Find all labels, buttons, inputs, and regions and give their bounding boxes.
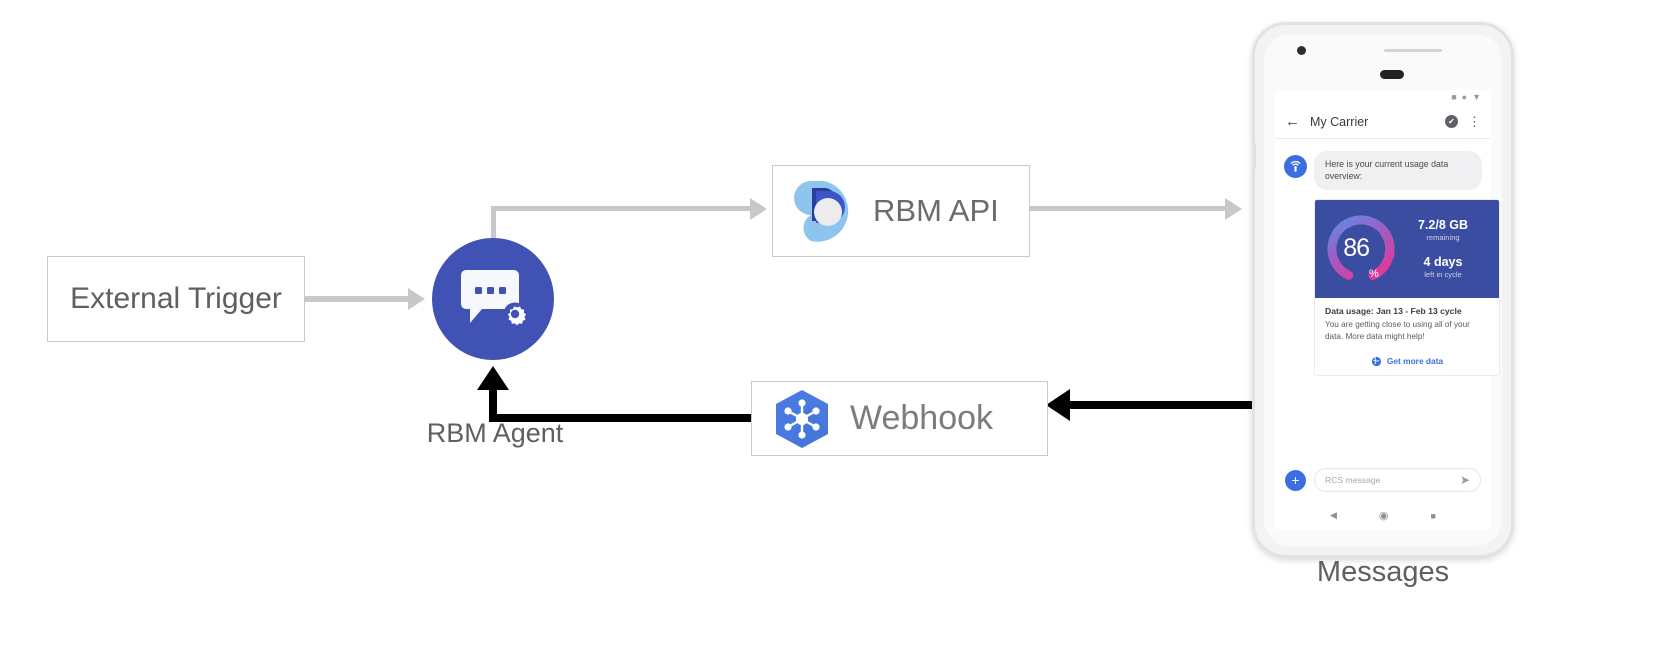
verified-shield-icon: ✔ bbox=[1445, 115, 1458, 128]
gauge-percent: 86 % bbox=[1323, 211, 1399, 287]
usage-gauge: 86 % bbox=[1323, 211, 1399, 287]
front-camera-icon bbox=[1297, 46, 1306, 55]
back-arrow-icon[interactable]: ← bbox=[1285, 113, 1300, 130]
arrowhead-webhook-to-agent bbox=[477, 366, 509, 390]
phone-top-bezel bbox=[1264, 34, 1502, 96]
cloud-functions-hexagon-icon bbox=[776, 389, 828, 448]
rich-card-title: Data usage: Jan 13 - Feb 13 cycle bbox=[1325, 305, 1462, 316]
external-trigger-label: External Trigger bbox=[70, 282, 282, 315]
connector-phone-to-webhook bbox=[1070, 401, 1255, 409]
connector-webhook-to-agent-horizontal bbox=[489, 414, 751, 422]
data-remaining-caption: remaining bbox=[1426, 233, 1460, 243]
conversation-title: My Carrier bbox=[1310, 114, 1369, 129]
rbm-droplet-logo bbox=[794, 181, 849, 242]
phone-mockup: ■ ● ▼ ← My Carrier ✔ ⋮ bbox=[1252, 22, 1514, 558]
square-icon: ■ bbox=[1451, 92, 1457, 102]
message-bubble: Here is your current usage data overview… bbox=[1314, 151, 1482, 190]
connector-agent-to-api-horizontal bbox=[491, 206, 751, 211]
arrowhead-phone-to-webhook bbox=[1046, 389, 1070, 421]
sensor-bar bbox=[1380, 70, 1404, 79]
nav-home-icon[interactable]: ◉ bbox=[1378, 510, 1389, 522]
nav-back-icon[interactable]: ◀ bbox=[1330, 510, 1337, 520]
android-nav-bar: ◀ ◉ ■ bbox=[1275, 509, 1491, 522]
rbm-api-label: RBM API bbox=[873, 193, 999, 228]
arrowhead-trigger-to-agent bbox=[408, 288, 425, 310]
arrowhead-api-to-phone bbox=[1225, 198, 1242, 220]
rich-card[interactable]: 86 % 7.2/8 GB remaining 4 days left in c… bbox=[1314, 198, 1500, 376]
get-more-data-label: Get more data bbox=[1386, 356, 1444, 367]
days-left-value: 4 days bbox=[1423, 255, 1463, 270]
message-composer: + RCS message ➤ bbox=[1275, 468, 1491, 492]
conversation-thread: Here is your current usage data overview… bbox=[1275, 139, 1500, 376]
globe-icon bbox=[1371, 356, 1381, 366]
app-bar: ← My Carrier ✔ ⋮ bbox=[1275, 105, 1491, 139]
webhook-label: Webhook bbox=[850, 399, 994, 437]
node-external-trigger[interactable]: External Trigger bbox=[47, 256, 305, 342]
earpiece-speaker bbox=[1384, 49, 1442, 52]
message-row: Here is your current usage data overview… bbox=[1284, 151, 1482, 190]
connector-trigger-to-agent bbox=[305, 296, 408, 302]
circle-icon: ● bbox=[1461, 92, 1468, 102]
message-input-placeholder: RCS message bbox=[1325, 475, 1381, 485]
node-webhook[interactable]: Webhook bbox=[751, 381, 1048, 456]
phone-body: ■ ● ▼ ← My Carrier ✔ ⋮ bbox=[1264, 34, 1502, 546]
triangle-down-icon: ▼ bbox=[1472, 92, 1481, 102]
get-more-data-button[interactable]: Get more data bbox=[1315, 349, 1499, 375]
node-rbm-agent[interactable] bbox=[432, 238, 554, 360]
data-usage-gauge-panel: 86 % 7.2/8 GB remaining 4 days left in c… bbox=[1315, 199, 1499, 298]
nav-recents-icon[interactable]: ■ bbox=[1430, 510, 1436, 521]
add-attachment-button[interactable]: + bbox=[1285, 469, 1306, 491]
connector-api-to-phone bbox=[1030, 206, 1226, 211]
arrowhead-agent-to-api bbox=[750, 198, 767, 220]
chat-gear-icon bbox=[461, 270, 527, 326]
days-left-caption: left in cycle bbox=[1424, 270, 1462, 280]
send-arrow-icon[interactable]: ➤ bbox=[1459, 473, 1470, 487]
rbm-agent-label: RBM Agent bbox=[426, 418, 564, 448]
message-input[interactable]: RCS message ➤ bbox=[1314, 468, 1481, 492]
node-rbm-api[interactable]: RBM API bbox=[772, 165, 1030, 257]
gauge-percent-symbol: % bbox=[1369, 267, 1379, 280]
connector-webhook-to-agent-vertical bbox=[489, 390, 497, 422]
phone-screen: ■ ● ▼ ← My Carrier ✔ ⋮ bbox=[1275, 90, 1500, 530]
rich-card-body: Data usage: Jan 13 - Feb 13 cycle You ar… bbox=[1315, 298, 1499, 349]
usage-stats: 7.2/8 GB remaining 4 days left in cycle bbox=[1399, 218, 1487, 279]
rich-card-description: You are getting close to using all of yo… bbox=[1325, 319, 1470, 341]
overflow-menu-icon[interactable]: ⋮ bbox=[1468, 113, 1481, 129]
messages-caption: Messages bbox=[1316, 556, 1450, 588]
gauge-ring-icon bbox=[1327, 215, 1395, 283]
status-bar: ■ ● ▼ bbox=[1275, 90, 1491, 105]
gauge-percent-value: 86 bbox=[1343, 234, 1370, 263]
wifi-router-icon bbox=[1284, 155, 1307, 178]
connector-agent-to-api-vertical bbox=[491, 209, 496, 251]
phone-side-button[interactable] bbox=[1255, 143, 1256, 169]
data-remaining-value: 7.2/8 GB bbox=[1417, 218, 1469, 233]
